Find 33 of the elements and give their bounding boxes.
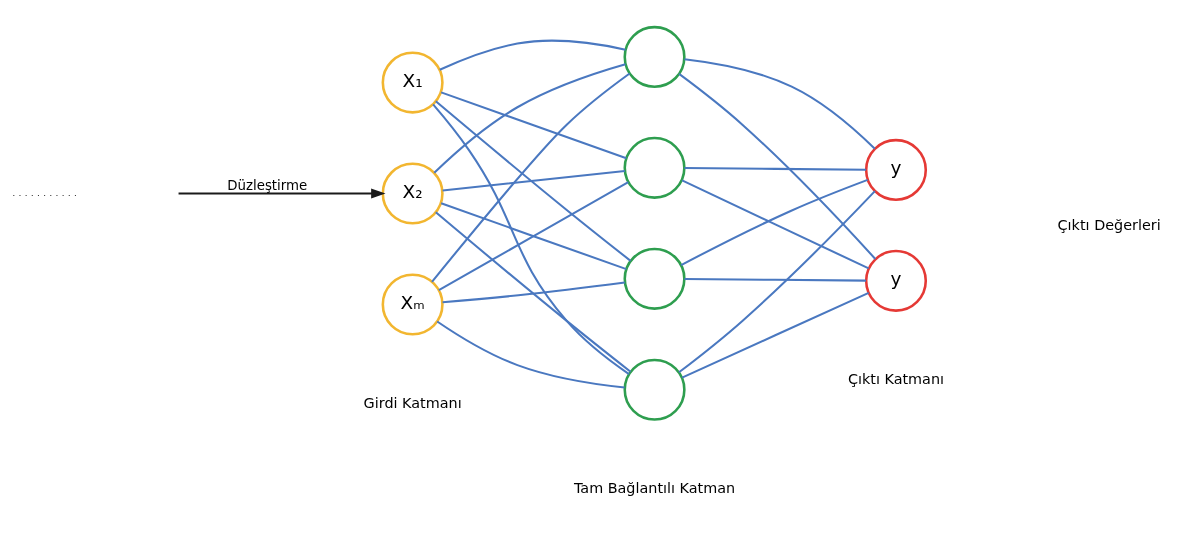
connector: [431, 72, 631, 283]
node-circle: X₂: [381, 162, 444, 225]
connector: [435, 100, 632, 262]
edge-label: Düzleştirme: [227, 177, 308, 193]
connector: [684, 167, 866, 171]
label: Çıktı Değerleri: [1057, 217, 1161, 234]
node-circle: [623, 247, 686, 310]
connector: [442, 281, 625, 304]
arrow: [178, 188, 386, 199]
connector: [439, 39, 626, 71]
connector: [435, 211, 632, 373]
label: Çıktı Katmanı: [847, 371, 945, 388]
node-circle: y: [864, 249, 928, 312]
label: Tam Bağlantılı Katman: [573, 480, 736, 497]
connector: [438, 181, 629, 291]
connector: [678, 73, 877, 260]
connector: [440, 202, 627, 271]
node-circle: [623, 25, 686, 88]
connector: [433, 63, 626, 174]
connector: [681, 291, 870, 379]
connector: [684, 278, 866, 282]
connector: [678, 190, 876, 374]
connector: [440, 91, 627, 160]
node-circle: [623, 136, 686, 199]
connector: [432, 103, 630, 375]
node-circle: y: [864, 138, 928, 201]
connector: [442, 169, 625, 192]
node-circle: Xₘ: [381, 273, 444, 336]
connector: [436, 320, 625, 389]
node-circle: [623, 358, 686, 421]
node-circle: X₁: [381, 51, 444, 114]
connector: [684, 58, 876, 150]
label: Girdi Katmanı: [363, 394, 462, 411]
